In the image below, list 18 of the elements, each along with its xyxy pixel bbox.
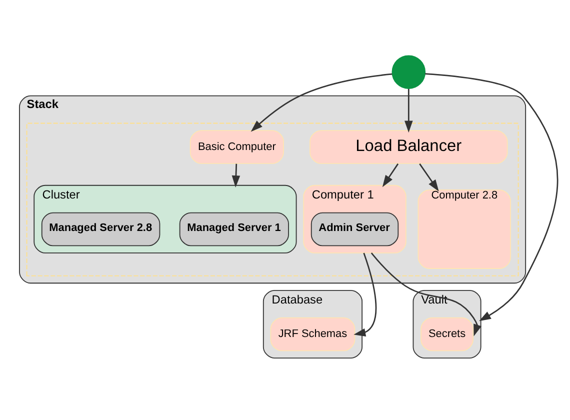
node-box: Admin Server (310, 212, 399, 246)
node-person (392, 54, 426, 88)
arrow (370, 252, 482, 336)
arrow (232, 163, 240, 187)
node-box: JRF Schemas (270, 316, 356, 351)
arrow (425, 72, 558, 321)
arrow (250, 72, 392, 132)
arrow (419, 162, 439, 192)
arrow (404, 88, 413, 132)
node-box: Managed Server 2.8 (41, 212, 160, 246)
node-box: Secrets (420, 316, 474, 351)
node-box: Load Balancer (310, 130, 508, 164)
node-box: Managed Server 1 (179, 212, 289, 246)
arrow (382, 162, 399, 187)
cluster (26, 122, 519, 276)
node-box: Computer 2.8 (418, 188, 511, 268)
arrow (354, 252, 377, 336)
node-box: Basic Computer (190, 130, 284, 164)
